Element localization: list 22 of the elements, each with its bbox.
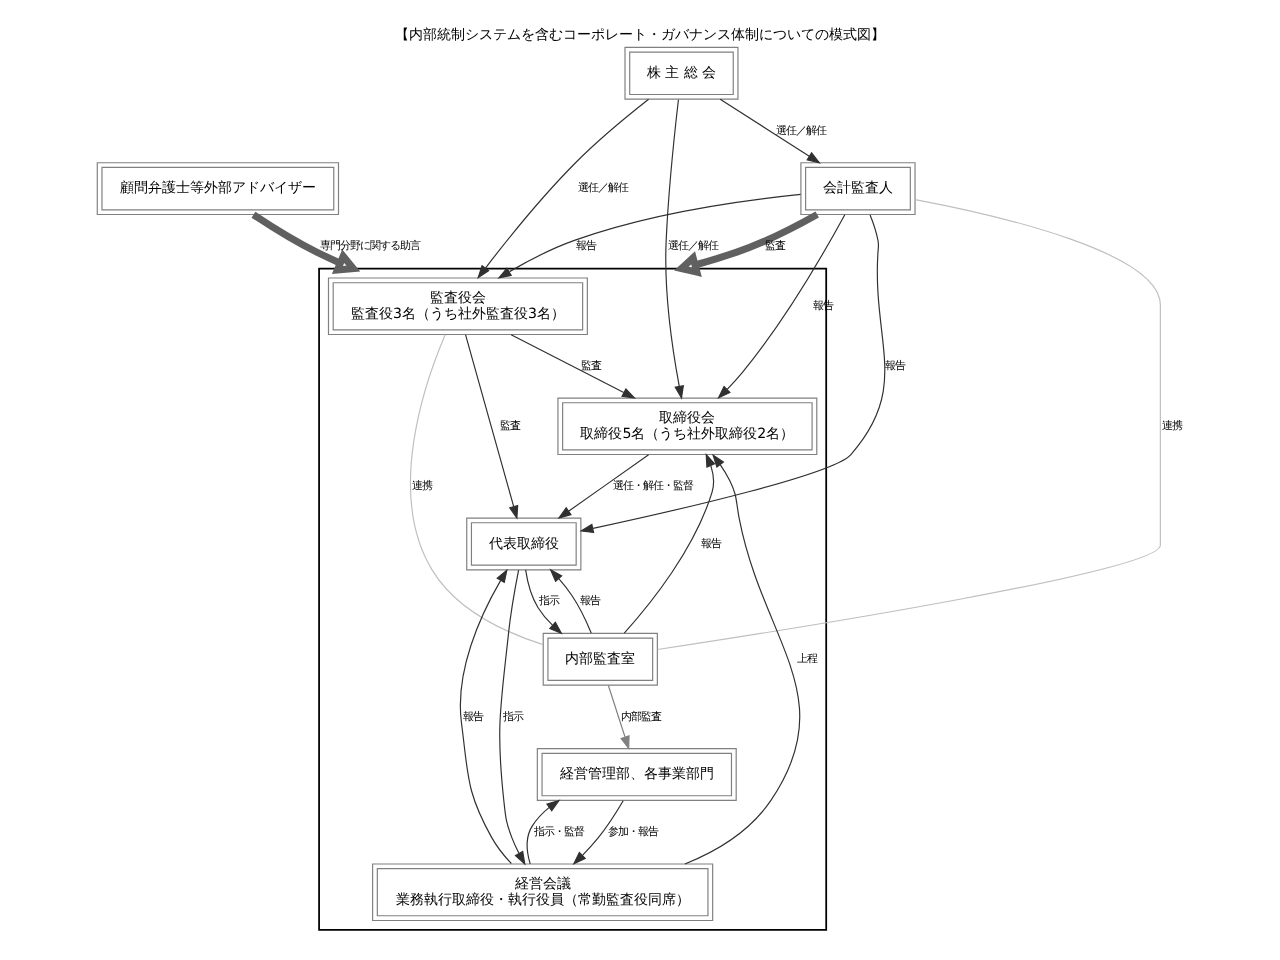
arrow [607,683,630,750]
arrow [717,213,846,399]
connector [409,333,544,645]
arrow [525,568,563,634]
arrow [499,568,526,865]
arrow [459,567,512,864]
arrow [465,333,519,519]
arrow [719,97,821,163]
connector [657,197,1161,650]
arrow [684,452,801,864]
arrow [557,453,650,519]
arrow [526,798,561,864]
arrow [477,97,650,278]
arrow [251,210,361,273]
arrow [572,799,624,864]
arrow [497,192,802,278]
arrow [510,333,636,398]
arrow [674,210,819,276]
arrow [665,98,685,399]
arrow [623,451,716,633]
arrow [579,213,886,533]
arrow [549,567,592,633]
